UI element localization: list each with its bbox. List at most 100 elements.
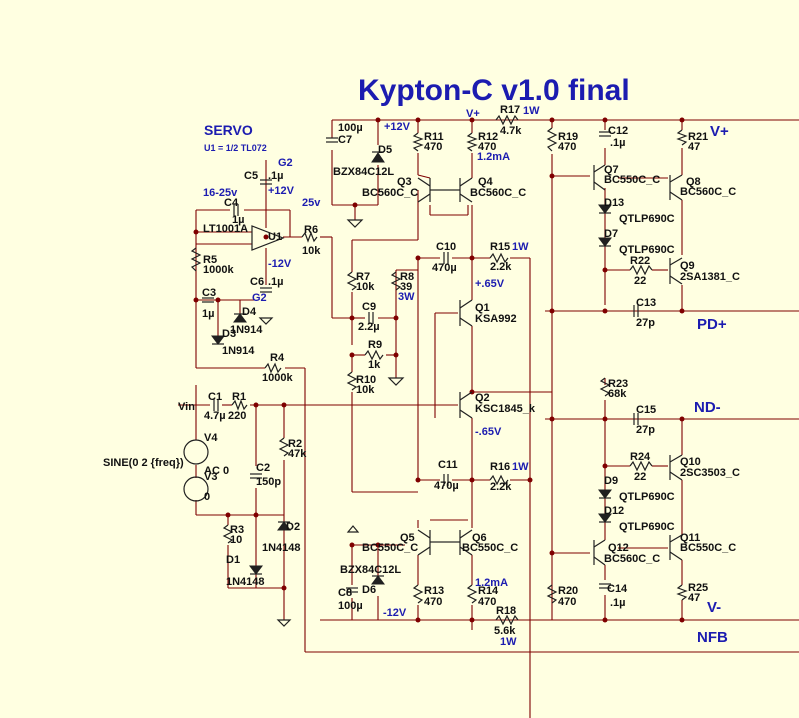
d4-value: 1N914 [230,324,263,336]
d4-ref: D4 [242,306,257,318]
c3-ref: C3 [202,287,216,299]
r15-ref: R15 [490,241,510,253]
d6-ref: D6 [362,584,376,596]
c2-value: 150p [256,476,281,488]
d12-value: QTLP690C [619,521,675,533]
net-minus12-servo: -12V [268,258,292,270]
q3-value: BC560C_C [362,187,418,199]
d5-value: BZX84C12L [333,166,394,178]
r23-ref: R23 [608,378,628,390]
net-supply-range: 16-25v [203,187,238,199]
r4-value: 1000k [262,372,293,384]
r2-value: 47k [288,448,307,460]
c12-value: .1µ [610,137,626,149]
source-ac-label: AC 0 [204,465,229,477]
r9-value: 1k [368,359,381,371]
r8-value: 39 [400,281,412,293]
r6-value: 10k [302,245,321,257]
r21-value: 47 [688,141,700,153]
c11-ref: C11 [438,459,458,471]
q5-value: BC550C_C [362,542,418,554]
c5-ref: C5 [244,170,258,182]
r17-ref: R17 [500,104,520,116]
r10-value: 10k [356,384,375,396]
q2-symbol [459,391,473,419]
r24-ref: R24 [630,451,651,463]
d13-value: QTLP690C [619,213,675,225]
c4-ref: C4 [224,197,239,209]
q8-ref: Q8 [686,176,701,188]
net-vplus: V+ [710,123,729,140]
c7-value: 100µ [338,122,363,134]
r19-value: 470 [558,141,576,153]
r14-value: 470 [478,596,496,608]
c9-value: 2.2µ [358,321,380,333]
d9-ref: D9 [604,475,618,487]
d1-ref: D1 [226,554,240,566]
r8-wattage: 3W [398,291,415,303]
ground-symbols [258,219,405,627]
q4-symbol [444,177,473,203]
net-g2-top: G2 [278,157,293,169]
q10-symbol [669,454,683,481]
c3-value: 1µ [202,308,214,320]
resistors [190,114,688,626]
net-vplus-small: V+ [466,108,480,120]
r16-wattage: 1W [512,461,529,473]
r24-value: 22 [634,471,646,483]
r25-value: 47 [688,592,700,604]
q11-value: BC550C_C [680,542,736,554]
r20-value: 470 [558,596,576,608]
q3-symbol [417,177,444,203]
r13-ref: R13 [424,585,444,597]
q7-symbol [593,164,606,191]
q1-ref: Q1 [475,302,490,314]
c15-ref: C15 [636,404,656,416]
net-minus065: -.65V [475,426,502,438]
r16-ref: R16 [490,461,510,473]
r3-ref: R3 [230,524,244,536]
c7-ref: C7 [338,134,352,146]
d1-value: 1N4148 [226,576,265,588]
r7-value: 10k [356,281,375,293]
capacitors [202,131,639,593]
q11-symbol [669,534,683,561]
source-v3-label: V3 [204,471,217,483]
q4-ref: Q4 [478,176,494,188]
q5-ref: Q5 [400,532,415,544]
q3-ref: Q3 [397,176,412,188]
c6-ref: C6 [250,276,264,288]
q9-value: 2SA1381_C [680,271,740,283]
source-sine-label: SINE(0 2 {freq}) [103,457,184,469]
q6-symbol [444,529,473,556]
c11-value: 470µ [434,480,459,492]
c6-value: .1µ [268,276,284,288]
q12-symbol [593,539,606,566]
r12-ref: R12 [478,131,498,143]
r9-ref: R9 [368,339,382,351]
net-plus065: +.65V [475,278,505,290]
q7-value: BC550C_C [604,174,660,186]
q8-value: BC560C_C [680,186,736,198]
q1-symbol [459,299,473,327]
c10-ref: C10 [436,241,456,253]
r4-ref: R4 [270,352,285,364]
net-ndminus: ND- [694,399,721,416]
net-supply-25v: 25v [302,197,321,209]
q6-ref: Q6 [472,532,487,544]
r16-value: 2.2k [490,481,512,493]
servo-heading: SERVO [204,122,253,138]
d2-value: 1N4148 [262,542,301,554]
r25-ref: R25 [688,582,708,594]
q6-value: BC550C_C [462,542,518,554]
net-vminus: V- [707,599,721,616]
r15-value: 2.2k [490,261,512,273]
d12-ref: D12 [604,505,624,517]
c8-ref: C8 [338,587,352,599]
c8-value: 100µ [338,600,363,612]
net-pdplus: PD+ [697,316,727,333]
u1-value: LT1001A [203,223,248,235]
net-plus12-servo: +12V [268,185,295,197]
r18-ref: R18 [496,605,516,617]
